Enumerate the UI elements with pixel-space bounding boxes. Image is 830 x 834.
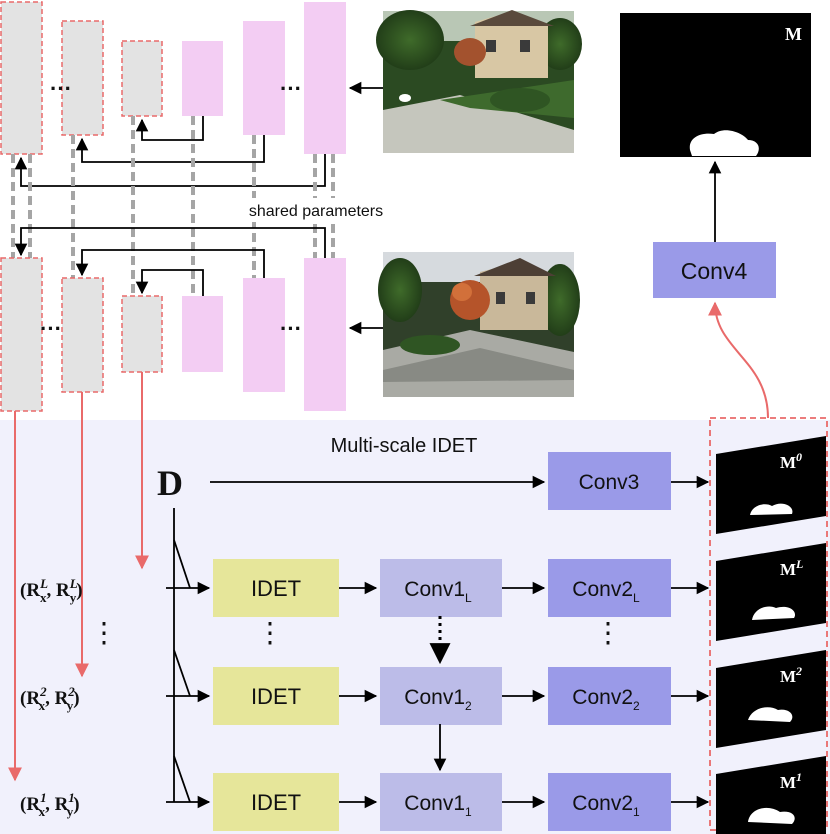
- D-branch-L: [173, 539, 191, 589]
- bot-enc-1: [182, 296, 223, 372]
- conv2-block: [548, 667, 671, 725]
- shared-label-bg: [222, 198, 412, 222]
- vdots-idet: ⋮: [256, 617, 284, 648]
- bot-enc-2: [243, 278, 285, 392]
- bot-dec-hdots: ···: [40, 316, 62, 341]
- top-enc-3: [304, 2, 346, 154]
- bot-dec-1: [121, 295, 163, 373]
- conv2-block: [548, 773, 671, 831]
- shared-param-links: [11, 116, 335, 296]
- top-dec-hdots: ···: [50, 76, 72, 101]
- top-input-image: [376, 10, 582, 153]
- idet-block: [213, 667, 339, 725]
- bot-dec-3: [0, 257, 43, 412]
- mask-thumbnail-L: ML: [716, 543, 826, 641]
- shared-parameters-label: shared parameters: [249, 203, 383, 220]
- idet-block: [213, 773, 339, 831]
- vdots-left: ⋮: [90, 617, 118, 648]
- bot-enc-hdots: ···: [280, 316, 302, 341]
- multiscale-title: Multi-scale IDET: [331, 435, 478, 457]
- mask-stack-border: [709, 417, 828, 831]
- top-dec-3: [0, 1, 43, 155]
- idet-label: IDET: [251, 790, 301, 815]
- idet-label: IDET: [251, 576, 301, 601]
- final-mask-label: M: [785, 24, 802, 44]
- top-skip-1: [135, 116, 204, 141]
- conv1-label: Conv1L: [404, 578, 472, 605]
- mask-thumbnail-2: M2: [716, 650, 826, 748]
- mask-thumbnail-0: M0: [716, 436, 826, 534]
- multiscale-panel: [0, 420, 830, 834]
- conv1-label: Conv12: [404, 686, 472, 713]
- conv4-label: Conv4: [681, 258, 748, 284]
- D-branch-2: [173, 649, 191, 697]
- conv2-block: [548, 559, 671, 617]
- conv2-label: Conv21: [572, 792, 640, 819]
- top-stream: [0, 1, 383, 187]
- conv1-block: [380, 559, 502, 617]
- mask-label: ML: [780, 557, 803, 579]
- conv3-label: Conv3: [579, 471, 640, 494]
- top-dec-1: [121, 40, 163, 117]
- top-enc-1: [182, 41, 223, 116]
- bot-skip-2: [75, 249, 265, 278]
- idet-block: [213, 559, 339, 617]
- bot-skip-3: [14, 227, 326, 258]
- top-enc-2: [243, 21, 285, 135]
- D-branch-1: [173, 755, 191, 803]
- final-mask: M: [620, 13, 811, 157]
- top-skip-3: [14, 154, 326, 187]
- mask-label: M1: [780, 770, 802, 792]
- conv4-block: Conv4: [653, 242, 776, 298]
- conv1-block: [380, 773, 502, 831]
- conv1-label: Conv11: [404, 792, 472, 819]
- bot-skip-1: [135, 269, 204, 296]
- bottom-input-image: [378, 252, 580, 397]
- masks-to-conv4-arrow: [708, 301, 769, 419]
- top-skip-2: [75, 135, 265, 163]
- conv2-label: Conv2L: [572, 578, 640, 605]
- bottom-stream: [0, 227, 383, 412]
- bot-dec-2: [61, 277, 104, 393]
- vdots-conv2: ⋮: [594, 617, 622, 648]
- conv2-label: Conv22: [572, 686, 640, 713]
- mask-label: M0: [780, 450, 802, 472]
- conv3-block: Conv3: [548, 452, 671, 510]
- conv1-block: [380, 667, 502, 725]
- mask-label: M2: [780, 664, 802, 686]
- top-enc-hdots: ···: [280, 76, 302, 101]
- mask-thumbnail-1: M1: [716, 756, 826, 834]
- D-label: D: [157, 463, 183, 503]
- top-dec-2: [61, 20, 104, 136]
- idet-label: IDET: [251, 684, 301, 709]
- bot-enc-3: [304, 258, 346, 411]
